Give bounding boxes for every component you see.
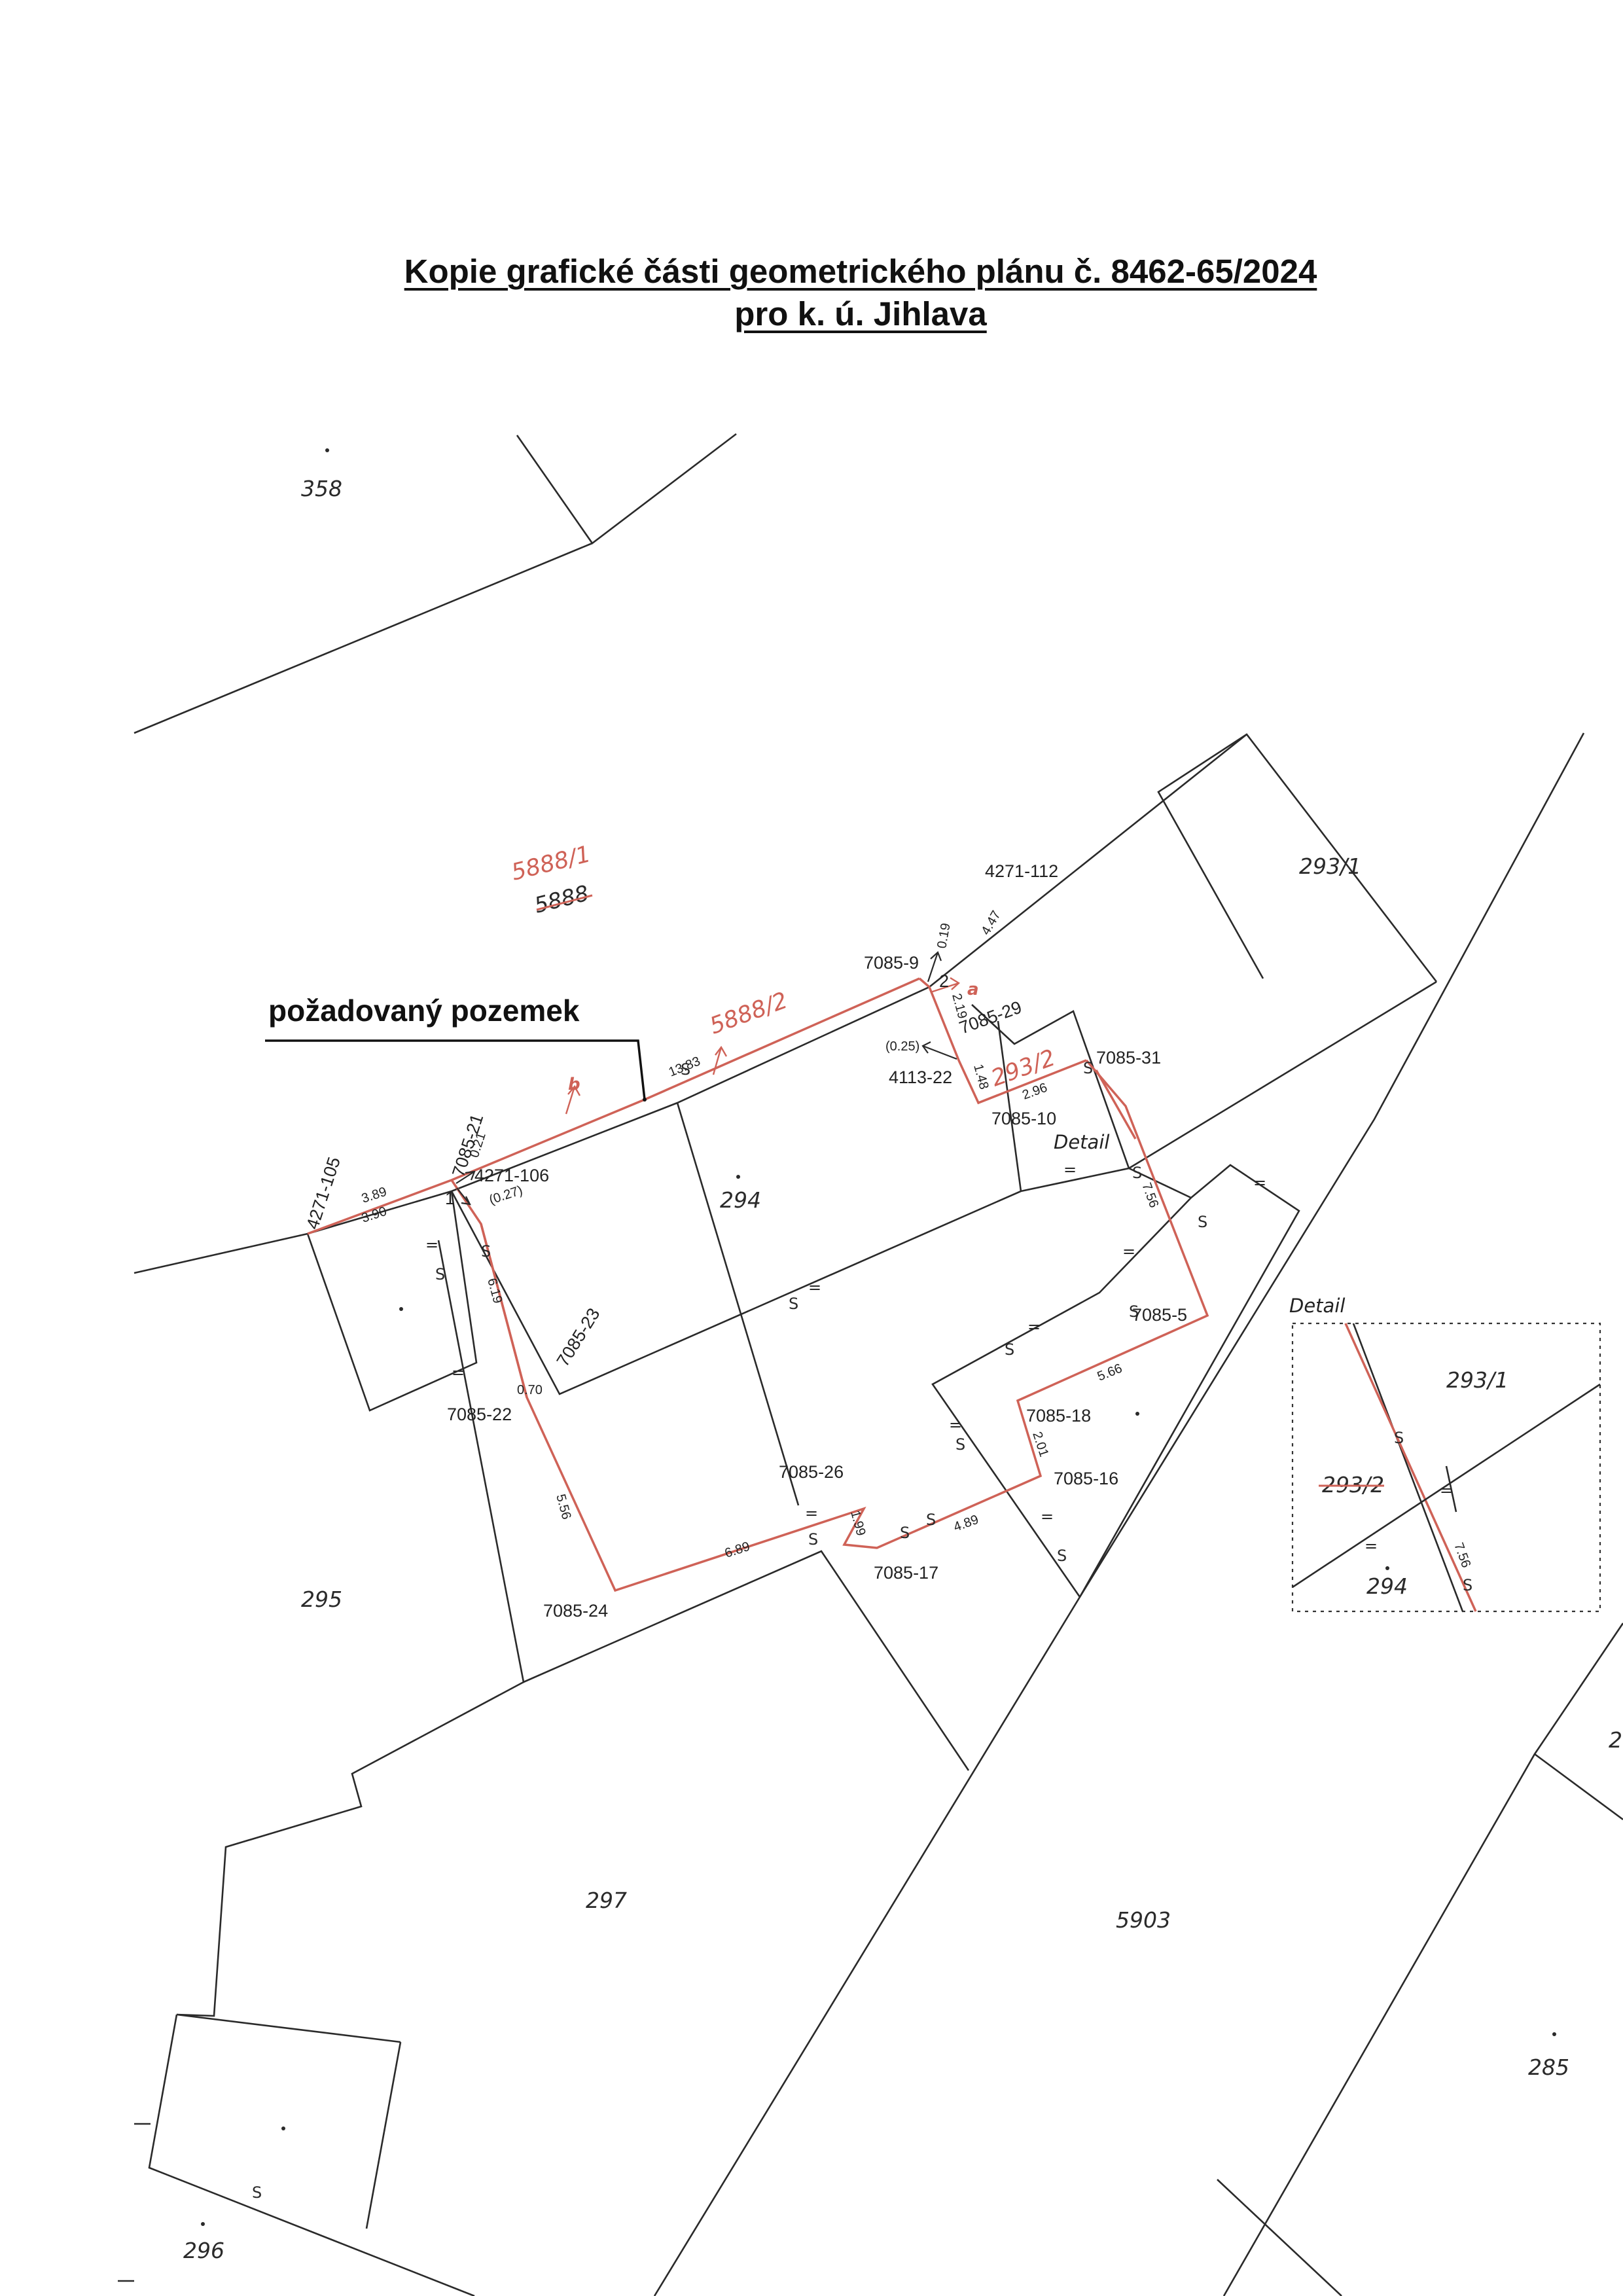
parcel-296: 296 [183,2238,224,2263]
point-4271-112: 4271-112 [985,861,1058,881]
measure-4-47: 4.47 [978,908,1004,938]
point-7085-22: 7085-22 [447,1405,512,1424]
detail-inset-frame [1291,1322,1601,1613]
measure-2-19: 2.19 [949,992,969,1020]
svg-text:=: = [1063,1160,1077,1179]
parcel-centroid-dots [201,448,1556,2226]
detail-parcel-293-1: 293/1 [1446,1367,1508,1393]
measure-3-89: 3.89 [360,1185,389,1206]
division-arrows [455,951,960,1206]
parcel-5888-2: 5888/2 [706,988,791,1040]
requested-parcel-callout: požadovaný pozemek [268,994,580,1028]
svg-text:=: = [452,1363,465,1382]
parcel-297: 297 [586,1888,627,1913]
detail-label-inset: Detail [1289,1295,1345,1317]
svg-text:S: S [435,1265,445,1283]
plan-title: Kopie grafické části geometrického plánu… [404,253,1317,290]
svg-text:=: = [1027,1318,1041,1336]
point-4271-105: 4271-105 [302,1155,344,1232]
measure-6-19: 6.19 [484,1277,505,1305]
boundary-marks: S S S S S S S S S S S S S S S S S = = = … [252,1059,1472,2202]
parcel-294: 294 [720,1187,761,1213]
point-4271-106: 4271-106 [474,1166,549,1185]
new-boundaries [307,977,1209,1592]
parcel-5903: 5903 [1116,1907,1171,1933]
svg-text:S: S [252,2183,262,2202]
svg-text:S: S [481,1242,491,1261]
point-7085-24: 7085-24 [543,1601,608,1621]
measure-7-56: 7.56 [1139,1181,1161,1210]
point-7085-26: 7085-26 [779,1462,844,1482]
division-letter-a: a [967,980,979,999]
point-7085-16: 7085-16 [1054,1469,1118,1488]
detail-label-map: Detail [1054,1131,1109,1153]
parcel-295: 295 [301,1587,342,1612]
parcel-358: 358 [301,476,342,501]
measure-0-27: (0.27) [488,1183,524,1208]
point-7085-29: 7085-29 [957,997,1024,1038]
measure-0-19: 0.19 [935,922,953,950]
point-7085-9: 7085-9 [864,953,919,973]
svg-text:S: S [1394,1429,1404,1447]
svg-text:S: S [1132,1164,1142,1182]
svg-text:S: S [808,1530,818,1549]
svg-text:=: = [1440,1481,1453,1499]
svg-text:S: S [955,1435,965,1454]
measure-4-89: 4.89 [952,1513,980,1535]
point-1: 1 [445,1189,455,1208]
existing-boundaries [118,433,1623,2296]
svg-text:=: = [1041,1507,1054,1526]
svg-text:=: = [1122,1242,1135,1261]
svg-text:=: = [425,1236,438,1254]
svg-text:S: S [926,1511,936,1529]
division-letter-b: b [568,1075,580,1094]
measure-3-90: 3.90 [360,1204,389,1226]
point-7085-10: 7085-10 [991,1109,1056,1128]
detail-inset-lines [1292,1323,1601,1612]
svg-text:S: S [1083,1059,1093,1077]
point-7085-31: 7085-31 [1096,1048,1161,1067]
parcel-5888-strike [536,894,593,911]
parcel-5888-1: 5888/1 [509,841,594,886]
measure-0-25: (0.25) [885,1039,919,1054]
svg-text:=: = [1253,1174,1266,1192]
callout-leader-line [265,1039,646,1100]
parcel-5888-cancelled: 5888 [532,880,592,918]
point-7085-23: 7085-23 [553,1304,604,1370]
measure-0-70: 0.70 [517,1383,543,1397]
svg-text:S: S [1129,1302,1139,1321]
point-7085-17: 7085-17 [874,1563,938,1583]
plan-subtitle: pro k. ú. Jihlava [734,295,987,332]
parcel-285: 285 [1528,2054,1569,2080]
svg-text:S: S [1463,1576,1472,1594]
svg-text:S: S [900,1524,910,1542]
svg-text:=: = [949,1416,962,1434]
measure-6-89: 6.89 [723,1539,752,1561]
point-7085-5: 7085-5 [1132,1305,1187,1325]
measure-5-56: 5.56 [553,1493,573,1521]
svg-text:S: S [789,1295,798,1313]
point-4113-22: 4113-22 [889,1067,952,1087]
svg-text:S: S [1057,1547,1067,1565]
svg-text:S: S [1005,1340,1014,1359]
svg-text:S: S [1198,1213,1207,1231]
parcel-2-edge: 2 [1609,1727,1622,1753]
point-7085-18: 7085-18 [1026,1406,1091,1426]
svg-text:S: S [681,1060,690,1079]
point-2: 2 [939,971,949,991]
svg-text:=: = [805,1504,818,1522]
parcel-293-1: 293/1 [1299,853,1361,879]
detail-parcel-294: 294 [1366,1573,1408,1599]
svg-text:=: = [808,1278,821,1297]
svg-text:=: = [1364,1537,1378,1555]
